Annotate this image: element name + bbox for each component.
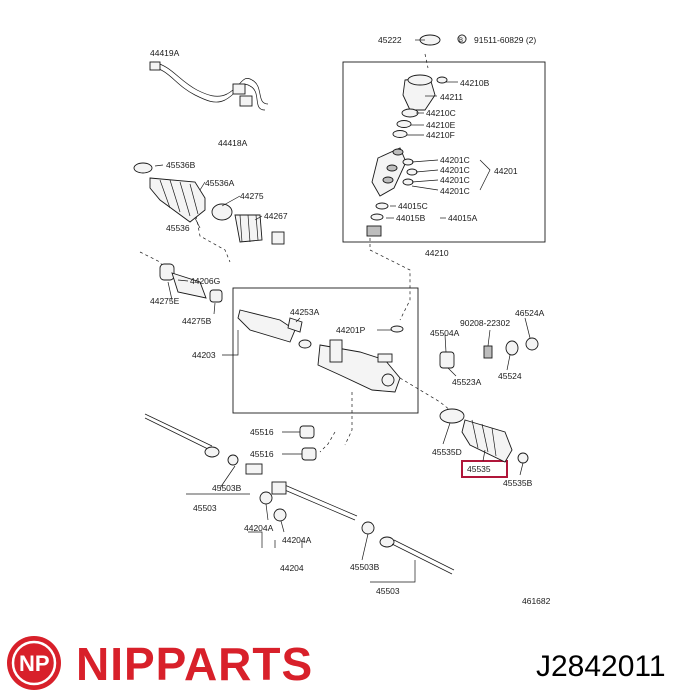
- part-label: 44201P: [336, 325, 366, 335]
- part-label: 44203: [192, 350, 216, 360]
- part-label: 45222: [378, 35, 402, 45]
- middle-left-parts: [159, 263, 223, 303]
- tie-rod-right: [361, 521, 455, 575]
- part-label: 44275E: [150, 296, 180, 306]
- part-label: 44201C: [440, 186, 470, 196]
- part-label: 44275: [240, 191, 264, 201]
- part-label: 45536: [166, 223, 190, 233]
- tie-rod-center: [259, 481, 358, 522]
- part-label: 45503: [376, 586, 400, 596]
- part-label: 44418A: [218, 138, 248, 148]
- part-label: 44015A: [448, 213, 478, 223]
- part-label: 45516: [250, 427, 274, 437]
- part-label: 44206G: [190, 276, 220, 286]
- part-label: 461682: [522, 596, 551, 606]
- leader-lines: [154, 39, 531, 583]
- part-label: 45504A: [430, 328, 460, 338]
- brand-logo: NP: [7, 636, 61, 690]
- part-label: 44267: [264, 211, 288, 221]
- tie-rod-left: [144, 413, 263, 475]
- rack-housing: [237, 309, 404, 393]
- part-label: 44204: [280, 563, 304, 573]
- right-side-parts: [439, 337, 539, 464]
- part-label: 44201C: [440, 155, 470, 165]
- part-label: 44204A: [244, 523, 274, 533]
- part-label: 45536A: [205, 178, 235, 188]
- part-label: 44201C: [440, 165, 470, 175]
- part-label: 44419A: [150, 48, 180, 58]
- logo-text: NP: [19, 651, 50, 676]
- rack-housing-box: [232, 287, 419, 414]
- bolt-icon: B: [457, 34, 467, 44]
- part-label: 45536B: [166, 160, 196, 170]
- part-label-highlighted: 45535: [467, 464, 491, 474]
- valve-parts: [366, 34, 467, 237]
- highlight-box-45535: [461, 460, 508, 478]
- part-label: 44015C: [398, 201, 428, 211]
- svg-text:B: B: [459, 38, 463, 44]
- dash-line: [139, 251, 166, 271]
- part-label: 45503B: [350, 562, 380, 572]
- valve-assembly-box: [342, 61, 546, 243]
- part-label: 44204A: [282, 535, 312, 545]
- dash-line: [344, 392, 353, 446]
- part-label: 45524: [498, 371, 522, 381]
- dash-line: [399, 377, 451, 411]
- part-label: 91511-60829 (2): [474, 35, 536, 45]
- part-label: 45503B: [212, 483, 242, 493]
- part-label: 44253A: [290, 307, 320, 317]
- part-label: 44210B: [460, 78, 490, 88]
- part-label: 44210E: [426, 120, 456, 130]
- brand-name: NIPPARTS: [76, 638, 313, 690]
- bushes: [299, 425, 317, 461]
- part-label: 45523A: [452, 377, 482, 387]
- part-label: 45535B: [503, 478, 533, 488]
- part-label: 90208-22302: [460, 318, 510, 328]
- part-label: 45516: [250, 449, 274, 459]
- part-label: 44201: [494, 166, 518, 176]
- dash-line: [319, 431, 336, 453]
- part-label: 44015B: [396, 213, 426, 223]
- part-label: 45503: [193, 503, 217, 513]
- part-label: 46524A: [515, 308, 545, 318]
- boot-left: [133, 162, 285, 245]
- part-label: 44275B: [182, 316, 212, 326]
- part-number: J2842011: [536, 650, 666, 683]
- part-label: 44210: [425, 248, 449, 258]
- part-label: 44210C: [426, 108, 456, 118]
- pressure-tube-44419a: [149, 61, 269, 111]
- dash-line: [424, 53, 429, 69]
- part-label: 44211: [440, 92, 463, 102]
- part-label: 44201C: [440, 175, 470, 185]
- part-label: 45535D: [432, 447, 462, 457]
- part-label: 44210F: [426, 130, 455, 140]
- dash-line: [369, 232, 411, 321]
